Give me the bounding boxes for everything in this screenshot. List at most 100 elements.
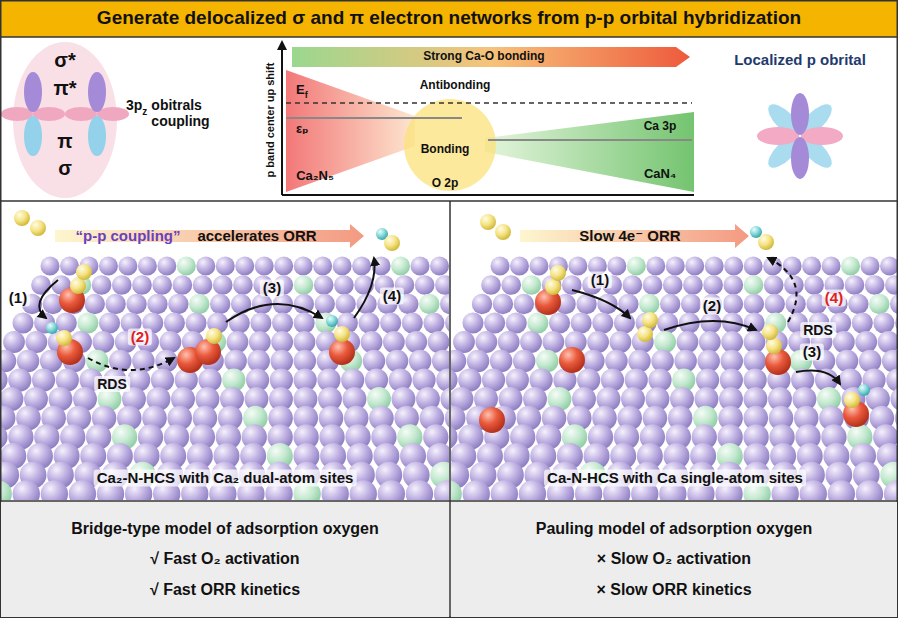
carbon-atom xyxy=(723,275,743,295)
oxygen-atom xyxy=(480,214,496,230)
carbon-atom xyxy=(481,275,501,295)
carbon-atom xyxy=(138,257,157,276)
calcium-atom xyxy=(329,339,355,365)
carbon-atom xyxy=(614,312,635,333)
carbon-atom xyxy=(126,294,146,314)
carbon-atom xyxy=(430,257,449,276)
oxygen-atom xyxy=(76,264,92,280)
carbon-atom xyxy=(213,275,233,295)
flow-label: Slow 4e⁻ ORR xyxy=(579,227,680,244)
carbon-atom xyxy=(405,331,427,353)
nitrogen-atom xyxy=(654,331,676,353)
box-heading: Pauling model of adsorption oxygen xyxy=(536,520,812,538)
carbon-atom xyxy=(436,368,449,391)
carbon-atom xyxy=(723,294,743,314)
carbon-atom xyxy=(440,294,449,314)
nitrogen-atom xyxy=(77,312,98,333)
carbon-atom xyxy=(0,406,16,431)
carbon-atom xyxy=(568,257,587,276)
box-text: × Slow O₂ activation xyxy=(597,550,751,568)
carbon-atom xyxy=(445,406,449,431)
carbon-atom xyxy=(358,312,379,333)
carbon-atom xyxy=(885,275,898,295)
carbon-atom xyxy=(880,257,898,276)
carbon-atom xyxy=(622,275,642,295)
title-bar xyxy=(0,0,898,37)
step-arrow xyxy=(354,258,375,318)
carbon-atom xyxy=(314,275,334,295)
carbon-atom xyxy=(895,406,898,431)
step-arrow xyxy=(796,371,840,385)
p-orbital-lobe xyxy=(65,107,97,121)
box-text: √ Fast O₂ activation xyxy=(150,550,299,568)
carbon-atom xyxy=(610,331,632,353)
oxygen-atom xyxy=(70,278,86,294)
carbon-atom xyxy=(196,257,215,276)
carbon-atom xyxy=(41,480,68,500)
carbon-atom xyxy=(272,312,293,333)
carbon-atom xyxy=(255,257,274,276)
carbon-atom xyxy=(724,257,743,276)
carbon-atom xyxy=(510,257,529,276)
p-orbital-lobe xyxy=(33,107,65,121)
step-number: (4) xyxy=(380,287,404,304)
carbon-atom xyxy=(185,312,206,333)
step-arrow xyxy=(226,304,322,322)
carbon-atom xyxy=(172,275,192,295)
carbon-atom xyxy=(571,312,592,333)
carbon-atom xyxy=(855,331,877,353)
site-label: Ca₂N₅ xyxy=(296,169,334,184)
p-orbital-lobe xyxy=(24,72,42,112)
carbon-atom xyxy=(250,312,271,333)
nitrogen-atom xyxy=(639,294,659,314)
carbon-atom xyxy=(406,480,433,500)
carbon-atom xyxy=(663,275,683,295)
step-number: (1) xyxy=(588,271,612,288)
carbon-atom xyxy=(542,331,564,353)
carbon-atom xyxy=(643,275,663,295)
oxygen-atom xyxy=(30,220,46,236)
nitrogen-atom xyxy=(189,294,209,314)
hydrogen-atom xyxy=(750,226,762,238)
carbon-atom xyxy=(41,257,60,276)
carbon-atom xyxy=(160,331,182,353)
carbon-atom xyxy=(529,257,548,276)
box-heading: Bridge-type model of adsorption oxygen xyxy=(71,520,379,538)
carbon-atom xyxy=(31,275,51,295)
carbon-atom xyxy=(765,294,785,314)
nitrogen-atom xyxy=(391,257,410,276)
carbon-atom xyxy=(235,257,254,276)
p-orbital-lobe xyxy=(24,116,42,156)
carbon-atom xyxy=(463,480,490,500)
oxygen-atom xyxy=(56,330,72,346)
orbital-caption: obitrals coupling xyxy=(151,97,225,129)
carbon-atom xyxy=(352,257,371,276)
carbon-atom xyxy=(721,331,743,353)
carbon-atom xyxy=(848,294,868,314)
carbon-atom xyxy=(865,275,885,295)
carbon-atom xyxy=(472,294,492,314)
rds-step-arrow xyxy=(768,258,796,322)
oxygen-atom xyxy=(637,326,653,342)
can4-band xyxy=(485,112,694,192)
dual-atom-surface xyxy=(0,210,449,500)
carbon-atom xyxy=(216,257,235,276)
carbon-atom xyxy=(415,275,435,295)
carbon-atom xyxy=(434,480,449,500)
carbon-atom xyxy=(13,480,40,500)
carbon-atom xyxy=(334,275,354,295)
carbon-atom xyxy=(210,294,230,314)
oxygen-atom xyxy=(758,234,774,250)
ca3p-level-line xyxy=(488,139,692,141)
carbon-atom xyxy=(441,387,449,411)
axis-label: p band center up shift xyxy=(264,63,277,178)
carbon-atom xyxy=(605,350,628,373)
carbon-atom xyxy=(501,275,521,295)
carbon-atom xyxy=(703,275,723,295)
arrow-fill xyxy=(292,47,690,67)
nitrogen-atom xyxy=(869,294,889,314)
nitrogen-atom xyxy=(522,275,542,295)
carbon-atom xyxy=(856,480,883,500)
title-band xyxy=(0,0,898,37)
carbon-atom xyxy=(294,312,315,333)
